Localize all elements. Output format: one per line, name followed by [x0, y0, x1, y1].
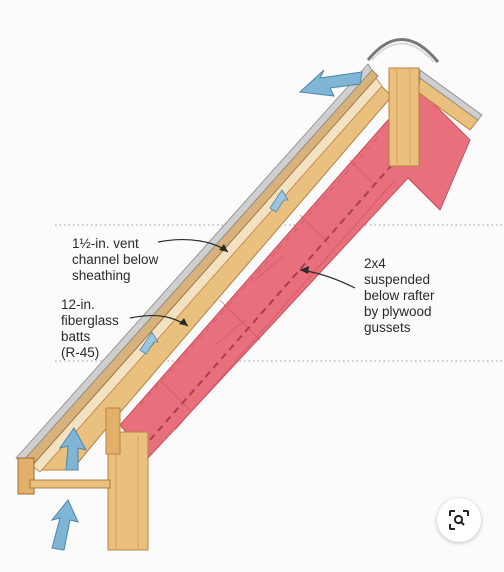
ridge-beam [388, 67, 420, 167]
fiberglass-batts-label: 12-in. fiberglass batts (R-45) [61, 297, 119, 360]
airflow-arrow-icon [50, 69, 363, 551]
suspended-2x4 [149, 149, 406, 441]
vent-channel-label: 1½-in. vent channel below sheathing [72, 236, 159, 283]
fascia [17, 457, 35, 495]
right-roof-sheathing [419, 69, 483, 121]
top-plate [105, 407, 121, 455]
ridge-vent-cap [366, 38, 440, 63]
vent-channel-arrows [139, 189, 289, 355]
soffit [29, 479, 111, 489]
image-search-icon [449, 510, 469, 530]
image-search-button[interactable] [437, 498, 481, 542]
suspended-2x4-label: 2x4 suspended below rafter by plywood gu… [364, 256, 435, 335]
